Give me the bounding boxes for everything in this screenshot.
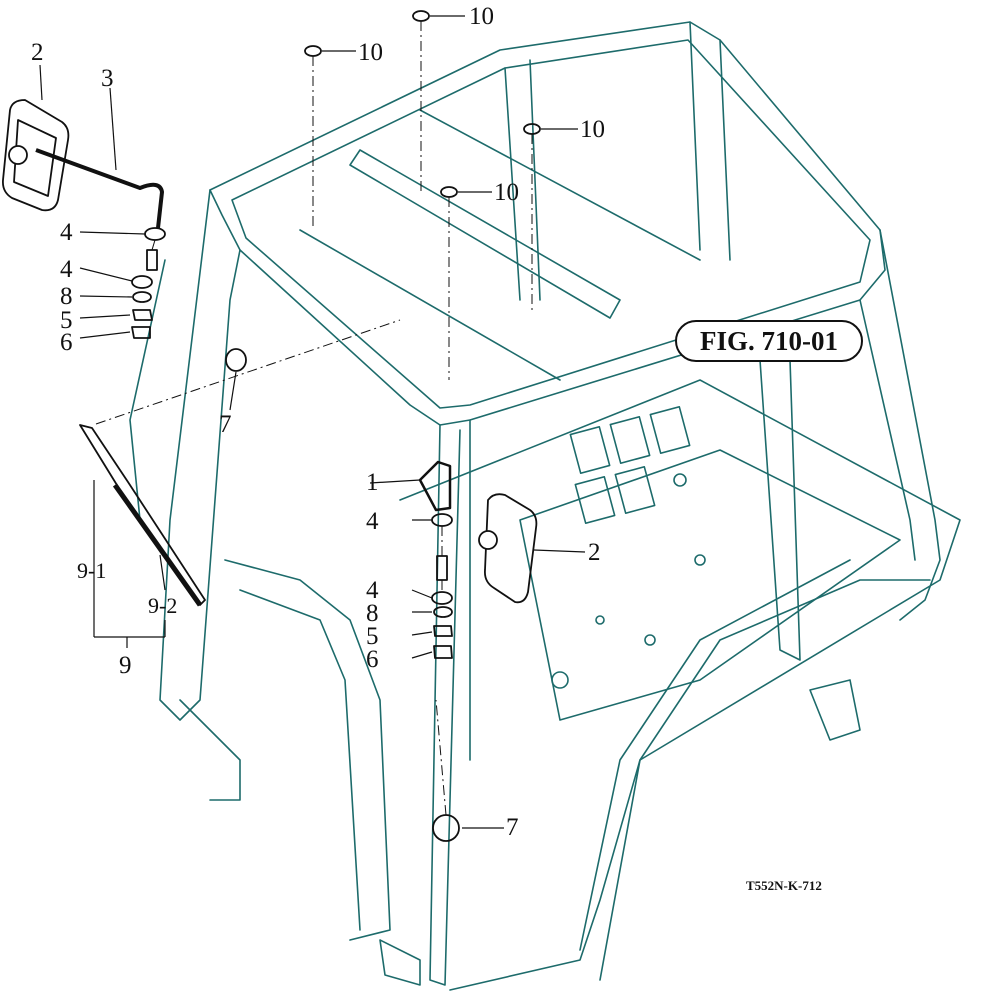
callout-4-a: 4 <box>60 219 73 246</box>
callout-5-a: 5 <box>60 307 73 334</box>
callout-5-b: 5 <box>366 623 379 650</box>
callout-2-right: 2 <box>588 539 601 566</box>
callout-9-2: 9-2 <box>148 593 178 618</box>
callout-8-a: 8 <box>60 283 73 310</box>
callout-10-b: 10 <box>469 3 494 30</box>
washer-8-right <box>433 606 453 618</box>
mirror-left <box>2 99 70 212</box>
mirror-stay-rod <box>35 148 164 229</box>
callout-9-1: 9-1 <box>77 558 107 583</box>
document-id: T552N-K-712 <box>746 878 822 893</box>
callout-7-b: 7 <box>506 814 519 841</box>
figure-number-badge: FIG. 710-01 <box>675 320 863 362</box>
washer-4-right-a <box>431 513 453 527</box>
callout-4-b: 4 <box>60 256 73 283</box>
nut-6-left <box>131 326 151 339</box>
mirror-right <box>484 493 538 604</box>
washer-4-left-b <box>131 275 153 289</box>
callout-1: 1 <box>366 469 379 496</box>
callout-3: 3 <box>101 65 114 92</box>
cap-10-a <box>304 45 322 57</box>
callout-2-left: 2 <box>31 39 44 66</box>
nut-5-left <box>132 309 153 321</box>
callout-4-d: 4 <box>366 577 379 604</box>
plug-7-lower <box>432 814 460 842</box>
nut-6-right <box>433 645 453 659</box>
washer-4-left-a <box>144 227 166 241</box>
cab-floor <box>399 379 961 991</box>
callout-7-a: 7 <box>219 411 232 438</box>
cap-10-b <box>412 10 430 22</box>
callout-10-d: 10 <box>494 179 519 206</box>
rear-pillar-right <box>879 229 941 621</box>
callout-8-b: 8 <box>366 600 379 627</box>
callout-6-b: 6 <box>366 646 379 673</box>
callout-9: 9 <box>119 652 132 679</box>
washer-4-right-b <box>431 591 453 605</box>
nut-5-right <box>433 625 453 637</box>
callout-10-a: 10 <box>358 39 383 66</box>
assist-handle <box>418 460 452 512</box>
callout-6-a: 6 <box>60 329 73 356</box>
wiper-blade <box>112 483 203 607</box>
washer-8-left <box>132 291 152 303</box>
roof-frame <box>209 21 886 426</box>
callout-10-c: 10 <box>580 116 605 143</box>
front-pillar-left <box>429 424 461 986</box>
callout-4-c: 4 <box>366 508 379 535</box>
cap-10-d <box>440 186 458 198</box>
plug-7-upper <box>225 348 247 372</box>
